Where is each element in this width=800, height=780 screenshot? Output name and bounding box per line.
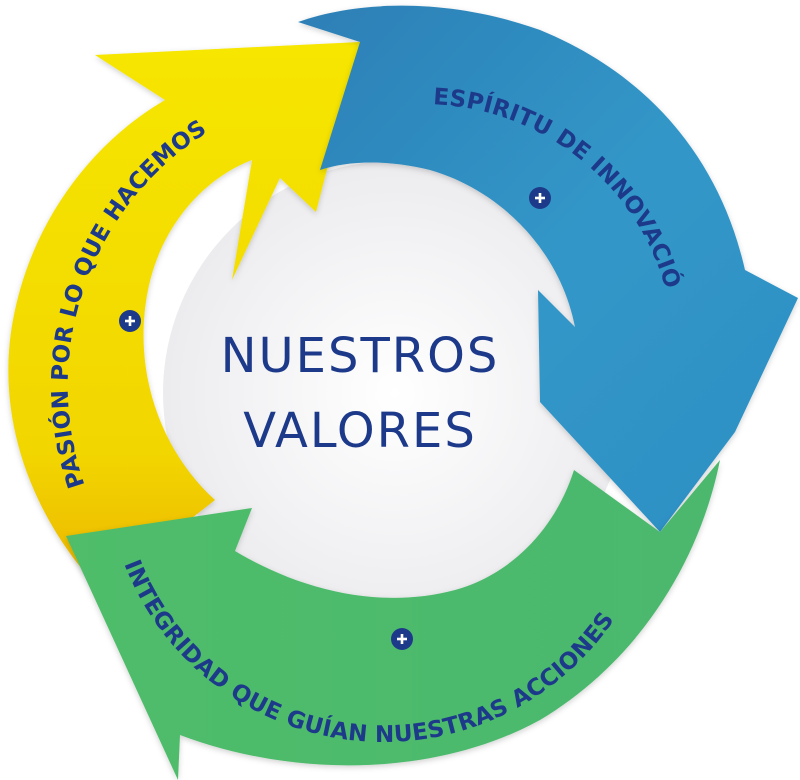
blue-arrow (298, 5, 798, 532)
center-title-line2: VALORES (243, 403, 477, 459)
center-disc (163, 161, 627, 625)
plus-icon[interactable] (119, 310, 141, 332)
yellow-arrow (8, 42, 360, 590)
green-arrow (66, 460, 720, 780)
center-title-line1: NUESTROS (221, 328, 500, 384)
plus-icon[interactable] (529, 187, 551, 209)
plus-icon[interactable] (391, 628, 413, 650)
